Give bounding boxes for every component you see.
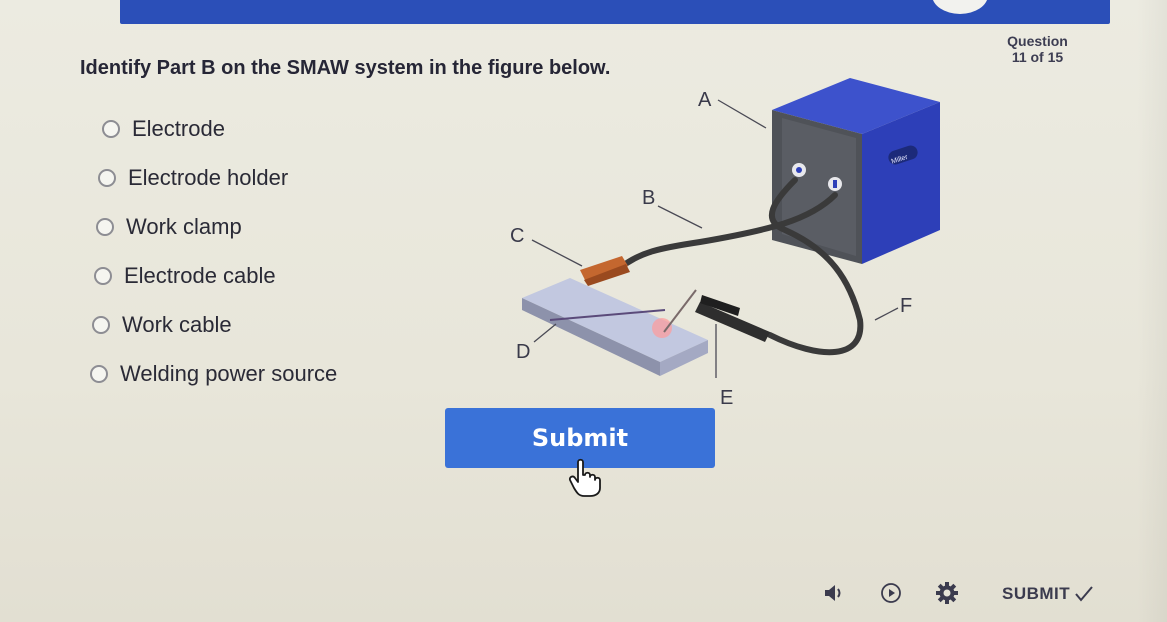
workpiece	[522, 278, 708, 376]
screen-edge	[1137, 0, 1167, 622]
callout-lines	[531, 99, 899, 378]
top-avatar-circle	[932, 0, 988, 14]
answer-options: Electrode Electrode holder Work clamp El…	[90, 104, 337, 398]
option-label: Welding power source	[120, 360, 338, 386]
radio-button[interactable]	[96, 217, 114, 236]
option-electrode[interactable]: Electrode	[102, 104, 337, 153]
question-counter: Question 11 of 15	[990, 33, 1085, 65]
option-label: Electrode	[132, 115, 225, 141]
work-clamp	[580, 256, 630, 286]
footer-submit-button[interactable]: SUBMIT	[1002, 584, 1094, 604]
label-f: F	[900, 295, 912, 317]
work-cable	[767, 177, 864, 356]
radio-button[interactable]	[90, 364, 108, 383]
submit-button-label: Submit	[531, 424, 629, 452]
option-work-clamp[interactable]: Work clamp	[96, 202, 337, 251]
audio-icon[interactable]	[820, 578, 850, 608]
option-welding-power-source[interactable]: Welding power source	[90, 349, 337, 398]
label-d: D	[516, 341, 530, 363]
option-work-cable[interactable]: Work cable	[92, 300, 337, 349]
checkmark-icon	[1075, 586, 1093, 602]
power-source: Miller	[772, 78, 940, 264]
option-electrode-holder[interactable]: Electrode holder	[98, 153, 337, 202]
radio-button[interactable]	[102, 119, 120, 138]
radio-button[interactable]	[98, 168, 116, 187]
label-b: B	[642, 187, 655, 209]
submit-button[interactable]: Submit	[445, 408, 715, 468]
hand-cursor-icon	[568, 458, 601, 497]
question-counter-label: Question	[1007, 33, 1068, 49]
option-label: Electrode holder	[128, 164, 289, 190]
option-label: Work clamp	[126, 213, 242, 239]
smaw-system-figure: Miller A B C D E F	[510, 78, 940, 409]
footer-submit-label: SUBMIT	[1002, 584, 1071, 603]
label-a: A	[698, 89, 712, 111]
footer-toolbar	[820, 578, 962, 608]
label-c: C	[510, 225, 524, 247]
label-e: E	[720, 387, 733, 409]
play-icon[interactable]	[876, 578, 906, 608]
gear-icon[interactable]	[932, 578, 962, 608]
option-electrode-cable[interactable]: Electrode cable	[94, 251, 337, 300]
electrode-holder	[663, 289, 770, 342]
option-label: Work cable	[122, 311, 232, 337]
option-label: Electrode cable	[124, 262, 276, 288]
radio-button[interactable]	[94, 266, 112, 285]
question-counter-value: 11 of 15	[1011, 49, 1064, 65]
question-text: Identify Part B on the SMAW system in th…	[80, 57, 611, 79]
radio-button[interactable]	[92, 315, 110, 334]
electrode-cable	[617, 192, 838, 271]
